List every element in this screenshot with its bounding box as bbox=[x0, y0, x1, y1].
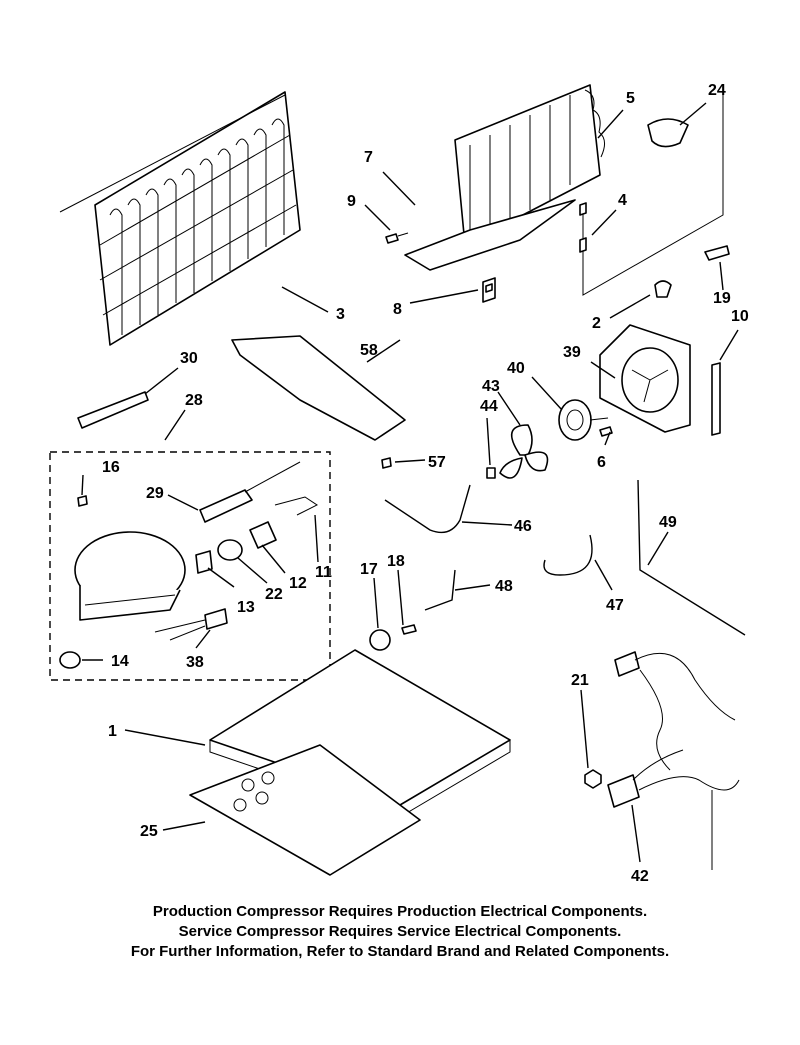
callout-6: 6 bbox=[597, 454, 606, 471]
screw-16 bbox=[77, 495, 88, 507]
callout-14: 14 bbox=[111, 653, 129, 670]
capacitor-29 bbox=[199, 489, 253, 523]
fan-motor-40 bbox=[558, 399, 609, 441]
callout-11: 11 bbox=[315, 564, 332, 581]
screw-9 bbox=[385, 232, 409, 244]
tube-30 bbox=[77, 391, 149, 429]
note-production: Production Compressor Requires Productio… bbox=[152, 903, 648, 920]
screw-57 bbox=[381, 457, 392, 469]
overload-22 bbox=[217, 539, 243, 561]
fan-blade-43 bbox=[499, 424, 549, 479]
callout-16: 16 bbox=[102, 459, 120, 476]
callout-1: 1 bbox=[108, 723, 117, 740]
clip-19 bbox=[704, 245, 730, 261]
callout-25: 25 bbox=[140, 823, 158, 840]
callout-labels: 3 7 9 5 24 4 8 19 2 10 58 39 40 30 43 28… bbox=[102, 82, 749, 885]
callout-2: 2 bbox=[592, 315, 601, 332]
tube-49 bbox=[637, 479, 746, 636]
callout-12: 12 bbox=[289, 575, 307, 592]
callout-10: 10 bbox=[731, 308, 749, 325]
relay-13 bbox=[195, 550, 213, 574]
nut-44 bbox=[486, 467, 496, 479]
leader-lines bbox=[81, 102, 739, 863]
grommet-14 bbox=[59, 651, 81, 669]
wire-harness-42 bbox=[607, 651, 740, 870]
wire-11 bbox=[274, 496, 318, 516]
tube-46 bbox=[384, 484, 471, 534]
callout-3: 3 bbox=[336, 306, 345, 323]
plug-24 bbox=[647, 118, 689, 148]
compressor bbox=[74, 531, 186, 621]
tube-48 bbox=[424, 569, 456, 611]
callout-43: 43 bbox=[482, 378, 500, 395]
diagram-notes: Production Compressor Requires Productio… bbox=[0, 902, 800, 962]
insulation-25 bbox=[189, 744, 421, 876]
fan-shroud-39 bbox=[599, 324, 691, 433]
condenser-coil bbox=[59, 91, 301, 346]
callout-24: 24 bbox=[708, 82, 726, 99]
callout-13: 13 bbox=[237, 599, 255, 616]
callout-38: 38 bbox=[186, 654, 204, 671]
callout-44: 44 bbox=[480, 398, 498, 415]
callout-7: 7 bbox=[364, 149, 373, 166]
callout-8: 8 bbox=[393, 301, 402, 318]
callout-46: 46 bbox=[514, 518, 532, 535]
evaporator-assembly bbox=[404, 84, 605, 271]
callout-40: 40 bbox=[507, 360, 525, 377]
note-further-info: For Further Information, Refer to Standa… bbox=[130, 943, 670, 960]
callout-9: 9 bbox=[347, 193, 356, 210]
callout-39: 39 bbox=[563, 344, 581, 361]
drain-pan-58 bbox=[231, 335, 406, 441]
connector-2 bbox=[654, 280, 672, 298]
callout-29: 29 bbox=[146, 485, 164, 502]
callout-30: 30 bbox=[180, 350, 198, 367]
callout-19: 19 bbox=[713, 290, 731, 307]
callout-48: 48 bbox=[495, 578, 513, 595]
rod-10 bbox=[711, 362, 721, 436]
callout-28: 28 bbox=[185, 392, 203, 409]
cover-12 bbox=[249, 521, 277, 549]
screw-18 bbox=[401, 624, 417, 635]
callout-4: 4 bbox=[618, 192, 627, 209]
nut-21 bbox=[584, 769, 602, 789]
screw-6 bbox=[599, 426, 613, 437]
callout-57: 57 bbox=[428, 454, 446, 471]
callout-47: 47 bbox=[606, 597, 624, 614]
plug-38 bbox=[204, 608, 228, 630]
callout-49: 49 bbox=[659, 514, 677, 531]
note-service: Service Compressor Requires Service Elec… bbox=[178, 923, 622, 940]
callout-5: 5 bbox=[626, 90, 635, 107]
clip-8 bbox=[482, 277, 496, 303]
callout-17: 17 bbox=[360, 561, 378, 578]
capillary-47 bbox=[543, 534, 593, 576]
sensor-wire-4 bbox=[579, 95, 724, 296]
callout-58: 58 bbox=[360, 342, 378, 359]
callout-21: 21 bbox=[571, 672, 589, 689]
callout-22: 22 bbox=[265, 586, 283, 603]
callout-18: 18 bbox=[387, 553, 405, 570]
spacer-17 bbox=[369, 629, 391, 651]
callout-42: 42 bbox=[631, 868, 649, 885]
